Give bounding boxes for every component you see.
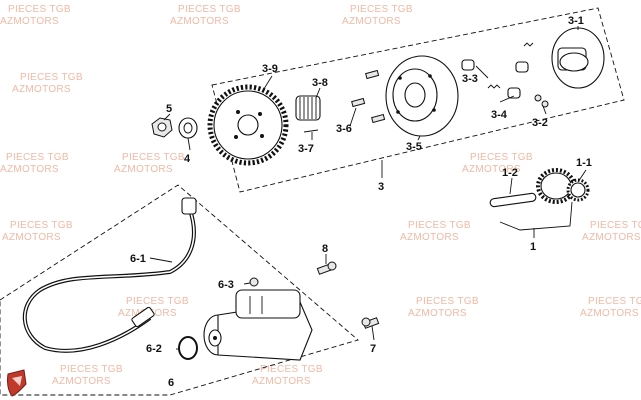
label-6-1: 6-1 xyxy=(130,253,146,265)
svg-text:AZMOTORS: AZMOTORS xyxy=(0,164,59,175)
needle-bearing-3-8 xyxy=(295,95,321,121)
svg-text:PIECES TGB: PIECES TGB xyxy=(6,152,69,163)
label-1: 1 xyxy=(530,241,536,253)
svg-text:AZMOTORS: AZMOTORS xyxy=(400,232,459,243)
label-6-2: 6-2 xyxy=(146,343,162,355)
svg-text:PIECES TGB: PIECES TGB xyxy=(126,296,189,307)
starter-motor-6 xyxy=(203,289,313,361)
leader-lines xyxy=(149,26,587,350)
label-3-6: 3-6 xyxy=(336,123,352,135)
shaft-1-2 xyxy=(489,192,537,208)
label-3-5: 3-5 xyxy=(406,141,422,153)
label-3-3: 3-3 xyxy=(462,73,478,85)
washer-6-3 xyxy=(249,277,259,287)
label-3-8: 3-8 xyxy=(312,77,328,89)
starter-clutch-gear-3-1 xyxy=(551,27,605,89)
bolt-7 xyxy=(361,317,380,329)
svg-text:PIECES TGB: PIECES TGB xyxy=(408,220,471,231)
o-ring-6-2 xyxy=(178,336,198,360)
svg-text:PIECES TGB: PIECES TGB xyxy=(416,296,479,307)
svg-text:PIECES TGB: PIECES TGB xyxy=(470,152,533,163)
label-6: 6 xyxy=(168,377,174,389)
svg-text:AZMOTORS: AZMOTORS xyxy=(170,16,229,27)
svg-text:AZMOTORS: AZMOTORS xyxy=(342,16,401,27)
label-3-2: 3-2 xyxy=(532,117,548,129)
svg-text:PIECES TGB: PIECES TGB xyxy=(20,72,83,83)
label-3-1: 3-1 xyxy=(568,15,584,27)
svg-text:AZMOTORS: AZMOTORS xyxy=(114,164,173,175)
svg-text:AZMOTORS: AZMOTORS xyxy=(2,232,61,243)
svg-text:PIECES TGB: PIECES TGB xyxy=(60,364,123,375)
gear-3-9 xyxy=(207,84,289,166)
part-labels: 3-9 3-8 3-7 3-6 3-5 3-3 3-4 3-2 3-1 3 5 … xyxy=(130,15,592,389)
idle-gear-1-1 xyxy=(536,168,590,204)
one-way-clutch-3-5 xyxy=(385,55,459,137)
caps-3-2 xyxy=(534,94,549,108)
svg-text:AZMOTORS: AZMOTORS xyxy=(12,84,71,95)
label-3: 3 xyxy=(378,181,384,193)
svg-text:PIECES TGB: PIECES TGB xyxy=(350,4,413,15)
svg-text:AZMOTORS: AZMOTORS xyxy=(408,308,467,319)
svg-text:AZMOTORS: AZMOTORS xyxy=(52,376,111,387)
pin-3-7 xyxy=(303,129,319,133)
svg-text:AZMOTORS: AZMOTORS xyxy=(462,164,521,175)
svg-text:AZMOTORS: AZMOTORS xyxy=(0,16,59,27)
svg-text:PIECES TGB: PIECES TGB xyxy=(590,220,641,231)
svg-text:PIECES TGB: PIECES TGB xyxy=(122,152,185,163)
nut-5 xyxy=(151,117,173,138)
label-3-9: 3-9 xyxy=(262,63,278,75)
svg-text:PIECES TGB: PIECES TGB xyxy=(178,4,241,15)
svg-text:PIECES TGB: PIECES TGB xyxy=(8,4,71,15)
rollers-3-3 xyxy=(461,42,534,99)
label-4: 4 xyxy=(184,153,191,165)
label-1-2: 1-2 xyxy=(502,167,518,179)
label-3-7: 3-7 xyxy=(298,143,314,155)
svg-text:PIECES TGB: PIECES TGB xyxy=(10,220,73,231)
svg-text:AZMOTORS: AZMOTORS xyxy=(580,308,639,319)
assembly-6-frame xyxy=(0,184,359,396)
label-8: 8 xyxy=(322,243,328,255)
label-6-3: 6-3 xyxy=(218,279,234,291)
svg-text:PIECES TGB: PIECES TGB xyxy=(260,364,323,375)
label-3-4: 3-4 xyxy=(491,109,508,121)
svg-text:AZMOTORS: AZMOTORS xyxy=(252,376,311,387)
brand-shield-icon xyxy=(7,369,27,397)
label-5: 5 xyxy=(166,103,172,115)
label-1-1: 1-1 xyxy=(576,157,592,169)
label-7: 7 xyxy=(370,343,376,355)
bolts-3-6 xyxy=(351,69,386,124)
svg-text:AZMOTORS: AZMOTORS xyxy=(582,232,641,243)
cable-6-1 xyxy=(22,197,197,353)
svg-text:PIECES TGB: PIECES TGB xyxy=(588,296,641,307)
bolt-8 xyxy=(316,261,337,275)
